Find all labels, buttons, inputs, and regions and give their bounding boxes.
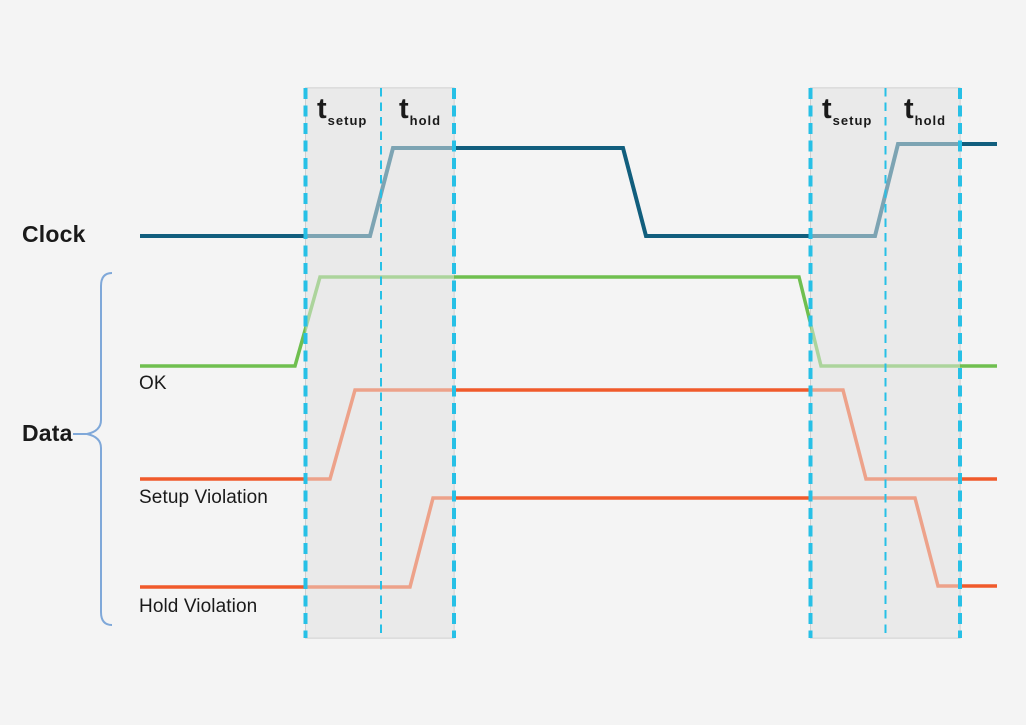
setup-subscript: setup [327,113,368,128]
t-symbol: t [904,93,914,125]
t-symbol: t [317,93,327,125]
t-symbol: t [399,93,409,125]
window-overlay-1 [305,88,454,638]
t-symbol: t [822,93,832,125]
t-setup-label-2: tsetup [822,93,873,128]
hold-subscript: hold [914,113,947,128]
t-setup-label-1: tsetup [317,93,368,128]
hold-violation-signal-label: Hold Violation [139,596,258,617]
clock-row-label: Clock [22,221,86,247]
data-row-label: Data [22,420,73,446]
t-hold-label-2: thold [904,93,947,128]
data-group-brace [86,272,113,626]
ok-signal-label: OK [139,373,167,394]
setup-violation-signal-label: Setup Violation [139,487,268,508]
t-hold-label-1: thold [399,93,442,128]
hold-subscript: hold [409,113,442,128]
setup-subscript: setup [832,113,873,128]
